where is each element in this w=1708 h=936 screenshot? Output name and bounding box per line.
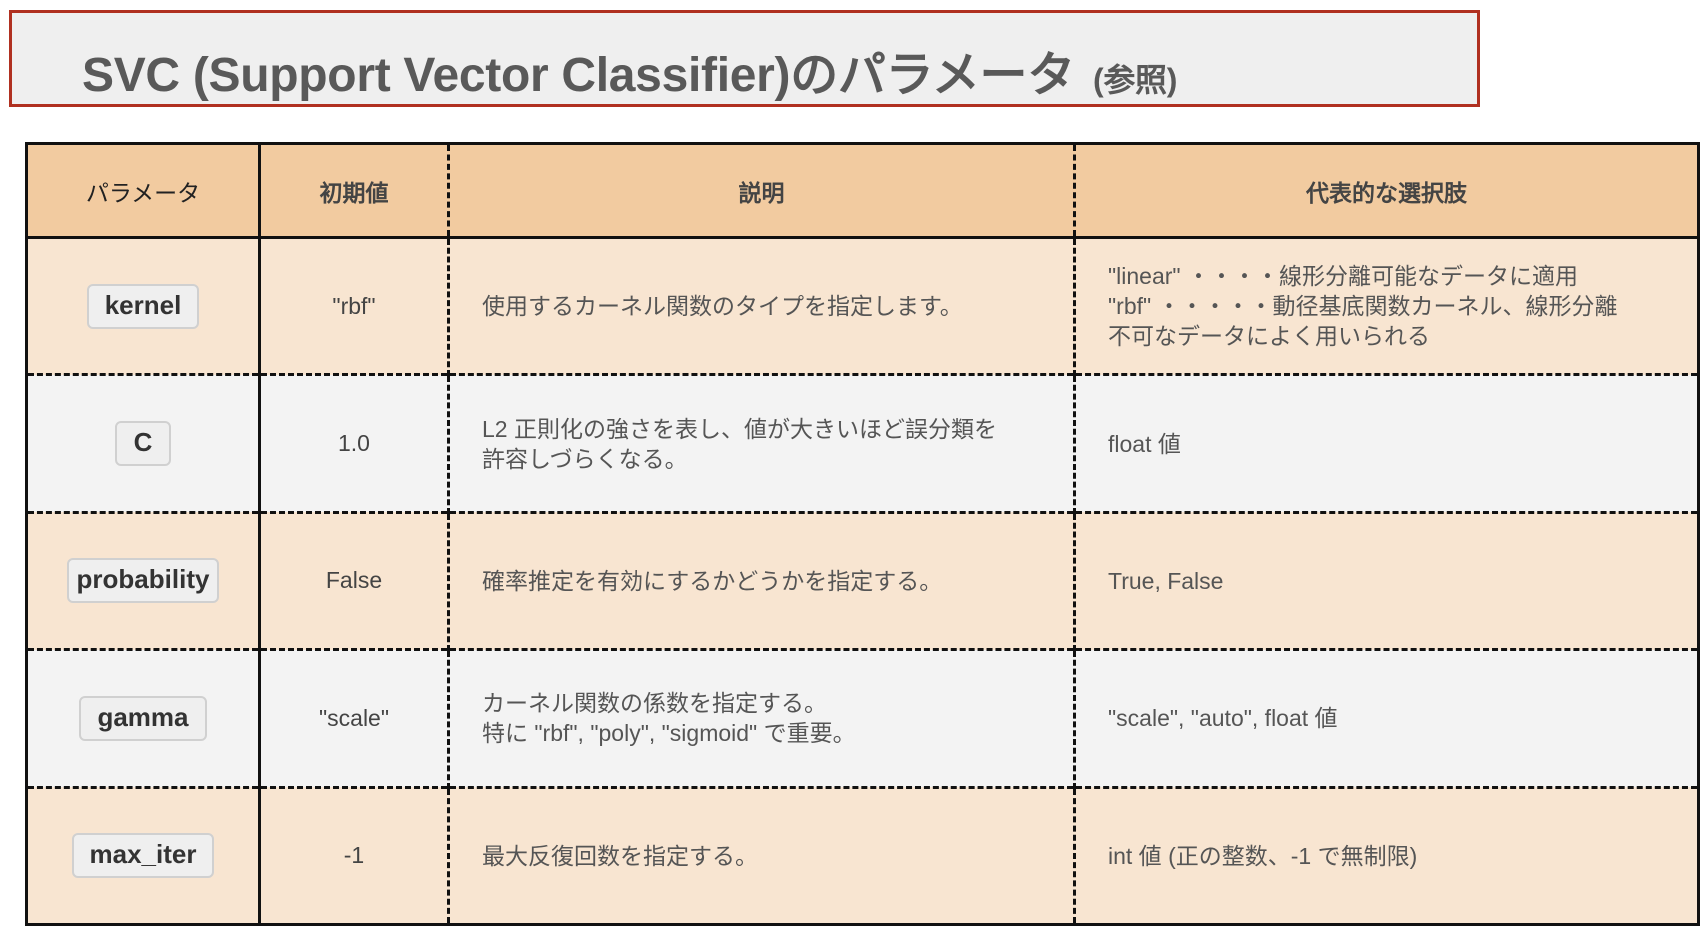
choices-line: int 値 (正の整数、-1 で無制限) [1108,842,1418,869]
description-line: カーネル関数の係数を指定する。 [482,690,827,717]
choices-line: "scale", "auto", float 値 [1108,705,1338,732]
param-chip-kernel: kernel [86,283,200,329]
param-cell: max_iter [26,785,261,925]
choices-cell: True, False [1074,510,1699,650]
param-cell: kernel [26,237,261,375]
parameter-table: パラメータ 初期値 説明 代表的な選択肢 kernel "rbf" 使用するカー… [25,142,1700,926]
header-description: 説明 [448,143,1076,239]
default-cell: "rbf" [259,237,450,375]
description-cell: 確率推定を有効にするかどうかを指定する。 [448,510,1076,650]
param-chip-probability: probability [66,558,220,604]
title-main: SVC (Support Vector Classifier)のパラメータ [82,49,1075,102]
header-choices: 代表的な選択肢 [1074,143,1699,239]
table-row: gamma "scale" カーネル関数の係数を指定する。 特に "rbf", … [26,648,1699,788]
param-cell: gamma [26,648,261,788]
description-line: 許容しづらくなる。 [482,445,688,472]
header-parameter: パラメータ [26,143,261,239]
description-line: 最大反復回数を指定する。 [482,842,758,869]
param-cell: probability [26,510,261,650]
param-chip-max-iter: max_iter [71,833,215,879]
description-line: 特に "rbf", "poly", "sigmoid" で重要。 [482,720,856,747]
choices-line: "linear" ・・・・線形分離可能なデータに適用 [1108,263,1578,290]
default-cell: 1.0 [259,373,450,513]
page-title: SVC (Support Vector Classifier)のパラメータ (参照… [82,35,1177,105]
param-cell: C [26,373,261,513]
header-default: 初期値 [259,143,450,239]
param-chip-c: C [115,421,171,467]
table-row: max_iter -1 最大反復回数を指定する。 int 値 (正の整数、-1 … [26,785,1699,925]
description-line: L2 正則化の強さを表し、値が大きいほど誤分類を [482,415,997,442]
choices-line: True, False [1108,567,1224,594]
default-cell: -1 [259,785,450,925]
title-banner: SVC (Support Vector Classifier)のパラメータ (参照… [9,10,1480,107]
table-row: C 1.0 L2 正則化の強さを表し、値が大きいほど誤分類を 許容しづらくなる。… [26,373,1699,513]
choices-line: float 値 [1108,430,1181,457]
description-cell: L2 正則化の強さを表し、値が大きいほど誤分類を 許容しづらくなる。 [448,373,1076,513]
table-row: probability False 確率推定を有効にするかどうかを指定する。 T… [26,510,1699,650]
default-cell: "scale" [259,648,450,788]
choices-line: 不可なデータによく用いられる [1108,323,1430,350]
choices-cell: "scale", "auto", float 値 [1074,648,1699,788]
default-cell: False [259,510,450,650]
choices-cell: float 値 [1074,373,1699,513]
description-line: 使用するカーネル関数のタイプを指定します。 [482,293,963,320]
description-line: 確率推定を有効にするかどうかを指定する。 [482,567,943,594]
table-row: kernel "rbf" 使用するカーネル関数のタイプを指定します。 "line… [26,237,1699,375]
description-cell: 使用するカーネル関数のタイプを指定します。 [448,237,1076,375]
table-header-row: パラメータ 初期値 説明 代表的な選択肢 [26,143,1699,239]
choices-cell: int 値 (正の整数、-1 で無制限) [1074,785,1699,925]
param-chip-gamma: gamma [79,695,207,741]
description-cell: カーネル関数の係数を指定する。 特に "rbf", "poly", "sigmo… [448,648,1076,788]
choices-line: "rbf" ・・・・・動径基底関数カーネル、線形分離 [1108,293,1618,320]
description-cell: 最大反復回数を指定する。 [448,785,1076,925]
choices-cell: "linear" ・・・・線形分離可能なデータに適用 "rbf" ・・・・・動径… [1074,237,1699,375]
title-suffix: (参照) [1092,62,1178,98]
